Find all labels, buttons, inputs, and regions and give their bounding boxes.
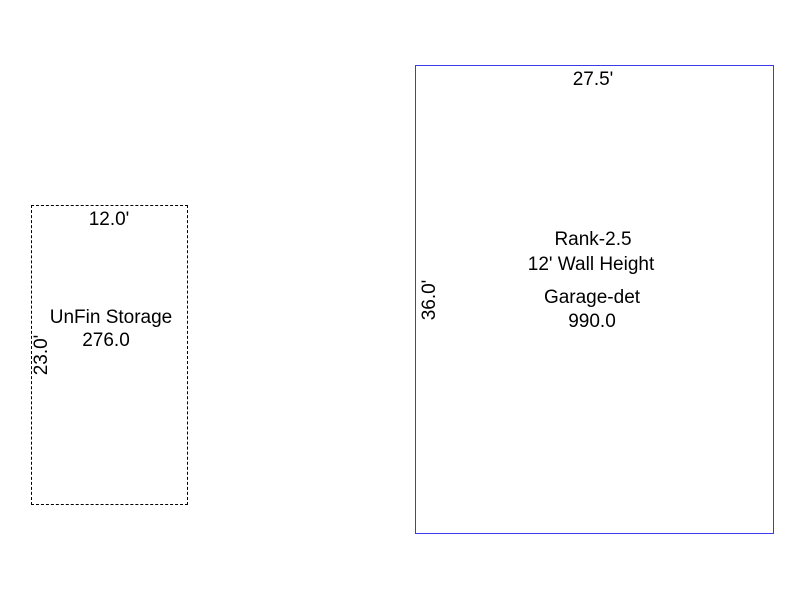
garage-rank-label: Rank-2.5 xyxy=(554,229,632,250)
garage-length-dimension: 36.0' xyxy=(419,279,440,321)
storage-width-dimension: 12.0' xyxy=(88,209,130,230)
garage-wall-height-label: 12' Wall Height xyxy=(527,254,655,275)
garage-width-dimension: 27.5' xyxy=(572,69,614,90)
garage-room-area: 990.0 xyxy=(568,311,616,332)
unfin-storage-room xyxy=(31,205,188,505)
storage-length-dimension: 23.0' xyxy=(31,334,52,376)
storage-room-area: 276.0 xyxy=(82,330,130,351)
garage-room-name: Garage-det xyxy=(543,287,641,308)
garage-det-room xyxy=(415,65,774,534)
storage-room-name: UnFin Storage xyxy=(49,307,173,328)
